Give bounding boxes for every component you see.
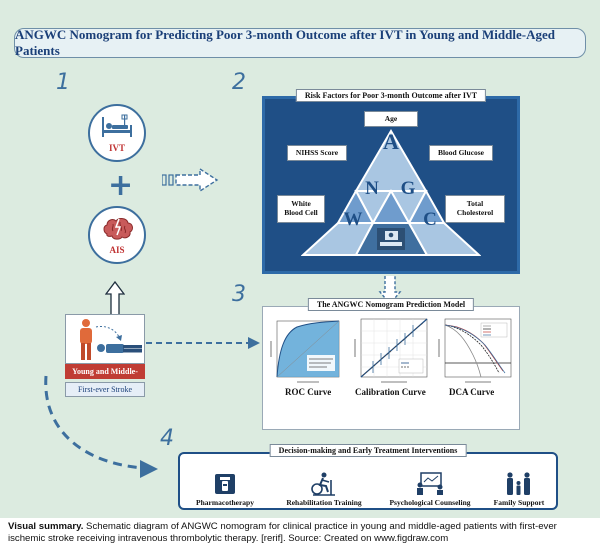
rehabilitation-item: Rehabilitation Training <box>278 472 370 507</box>
caption-bold: Visual summary. <box>8 521 84 532</box>
lying-person-icon <box>97 344 142 353</box>
striped-arrow-right <box>162 168 219 192</box>
up-arrow <box>105 280 125 314</box>
step-number-2: 2 <box>232 70 246 95</box>
ais-circle: AIS <box>88 206 146 264</box>
model-panel-header: The ANGWC Nomogram Prediction Model <box>307 298 475 311</box>
dashed-curve-arrow <box>44 375 158 478</box>
family-icon <box>507 472 530 495</box>
patient-illustration-box <box>65 314 145 364</box>
dashed-curve-small <box>95 326 122 341</box>
psychological-counseling-label: Psychological Counseling <box>389 498 471 507</box>
young-middle-aged-label: Young and Middle-Aged <box>65 364 145 391</box>
letter-c: C <box>423 209 437 230</box>
chol-line-2: Cholesterol <box>456 208 494 217</box>
step-number-3: 3 <box>232 282 246 307</box>
psychological-counseling-item: Psychological Counseling <box>382 472 478 507</box>
exercise-bike-icon <box>311 472 335 496</box>
letter-g: G <box>400 178 416 199</box>
doctor-desk-icon <box>377 228 405 250</box>
standing-person-icon <box>80 319 92 360</box>
dashed-arrow-to-model <box>146 337 260 349</box>
chol-line-1: Total <box>466 199 484 209</box>
letter-w: W <box>343 209 363 230</box>
letter-a: A <box>383 129 399 154</box>
family-support-label: Family Support <box>493 498 545 507</box>
step-number-4: 4 <box>160 426 174 451</box>
medicine-bottle-icon <box>215 474 235 494</box>
label-nihss-score: NIHSS Score <box>287 145 347 161</box>
first-ever-stroke-label: First-ever Stroke <box>65 382 145 397</box>
figure-caption: Visual summary. Schematic diagram of ANG… <box>8 521 596 545</box>
label-white-blood-cell: White Blood Cell <box>277 195 325 223</box>
model-panel: The ANGWC Nomogram Prediction Model ROC … <box>262 298 520 430</box>
ivt-label: IVT <box>108 143 125 153</box>
title-box: ANGWC Nomogram for Predicting Poor 3-mon… <box>14 27 586 58</box>
ivt-circle: IVT <box>88 104 146 162</box>
pharmacotherapy-label: Pharmacotherapy <box>196 498 254 507</box>
decision-panel-header: Decision-making and Early Treatment Inte… <box>269 444 467 457</box>
decision-panel: Decision-making and Early Treatment Inte… <box>178 444 558 510</box>
diagram-title: ANGWC Nomogram for Predicting Poor 3-mon… <box>15 27 555 58</box>
plus-sign: + <box>108 168 134 203</box>
brain-icon <box>103 218 133 240</box>
diagram-canvas: ANGWC Nomogram for Predicting Poor 3-mon… <box>0 0 600 518</box>
angwc-pyramid <box>301 129 481 256</box>
dca-curve-thumbnail <box>438 318 512 383</box>
ais-label: AIS <box>109 245 125 255</box>
dca-caption: DCA Curve <box>449 387 495 397</box>
rehabilitation-label: Rehabilitation Training <box>286 498 362 507</box>
calibration-caption: Calibration Curve <box>355 387 426 397</box>
label-total-cholesterol: Total Cholesterol <box>445 195 505 223</box>
roc-caption: ROC Curve <box>285 387 332 397</box>
label-age: Age <box>364 111 418 127</box>
calibration-curve-thumbnail <box>354 318 428 383</box>
caption-text: Schematic diagram of ANGWC nomogram for … <box>8 521 557 544</box>
roc-curve-thumbnail <box>270 320 340 383</box>
hospital-bed-icon <box>102 114 132 137</box>
risk-panel-header: Risk Factors for Poor 3-month Outcome af… <box>295 89 487 102</box>
pharmacotherapy-item: Pharmacotherapy <box>184 472 266 507</box>
family-support-item: Family Support <box>484 472 554 507</box>
step-number-1: 1 <box>56 70 70 95</box>
label-blood-glucose: Blood Glucose <box>429 145 493 161</box>
letter-n: N <box>365 178 379 199</box>
risk-factors-panel: Risk Factors for Poor 3-month Outcome af… <box>262 89 520 274</box>
wbc-line-1: White <box>291 199 311 209</box>
counseling-screen-icon <box>417 472 443 495</box>
wbc-line-2: Blood Cell <box>284 208 318 217</box>
